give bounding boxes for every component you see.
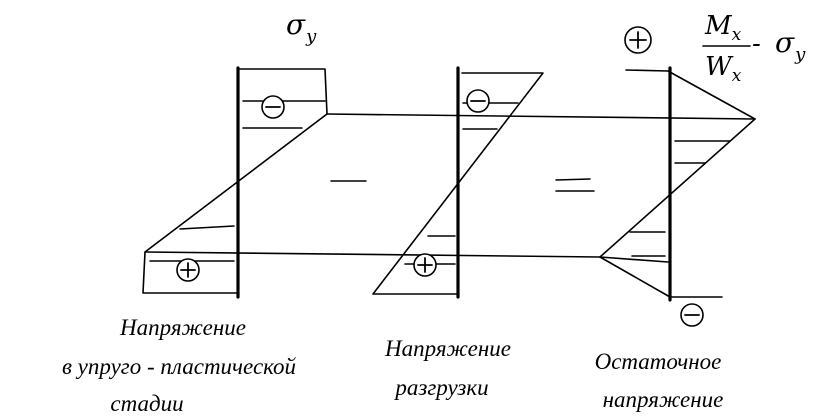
caption-unloading: Напряжение разгрузки (384, 336, 511, 400)
denominator-subscript: x (732, 66, 742, 86)
caption-line: напряжение (603, 387, 724, 412)
plus-sign-icon (413, 253, 437, 277)
equals-mark (555, 178, 591, 181)
plus-sign-icon (176, 258, 200, 282)
caption-line: в упруго - пластической (62, 354, 297, 379)
hatch-line (179, 225, 235, 230)
numerator-symbol: M (704, 11, 733, 41)
sigma-y-symbol: σ (286, 8, 306, 41)
caption-line: Остаточное (595, 349, 722, 374)
elastic-plastic-diagram (142, 66, 367, 299)
caption-elastic-plastic: Напряжение в упруго - пластической стади… (62, 315, 297, 416)
caption-line: разгрузки (393, 375, 488, 400)
unloading-diagram (372, 66, 595, 299)
minus-sign-icon (680, 303, 704, 327)
residual-outline-upper (599, 69, 756, 263)
lower-connector-line (144, 251, 601, 258)
elastic-plastic-outline (142, 68, 328, 294)
formula-sigma: σy (775, 26, 806, 65)
residual-diagram (599, 26, 756, 327)
plus-sign-icon (624, 26, 652, 54)
caption-residual: Остаточное напряжение (595, 349, 724, 412)
caption-line: стадии (110, 391, 183, 416)
sigma-y-label: σy (286, 8, 317, 47)
formula-numerator: Mx (704, 11, 742, 45)
caption-line: Напряжение (119, 315, 246, 340)
formula-sigma-subscript: y (794, 44, 806, 65)
unloading-outline (372, 72, 544, 295)
formula-sigma-symbol: σ (775, 26, 795, 59)
residual-outline-lower (599, 256, 723, 298)
formula-minus: - (752, 29, 761, 59)
caption-line: Напряжение (384, 336, 511, 361)
upper-connector-line (326, 113, 756, 120)
minus-sign-icon (261, 95, 285, 119)
formula-denominator: Wx (705, 52, 742, 86)
denominator-symbol: W (705, 52, 734, 82)
numerator-subscript: x (732, 25, 742, 45)
sigma-y-subscript: y (305, 26, 317, 47)
moment-formula: Mx Wx - σy (702, 11, 806, 86)
minus-sign-icon (466, 89, 490, 113)
